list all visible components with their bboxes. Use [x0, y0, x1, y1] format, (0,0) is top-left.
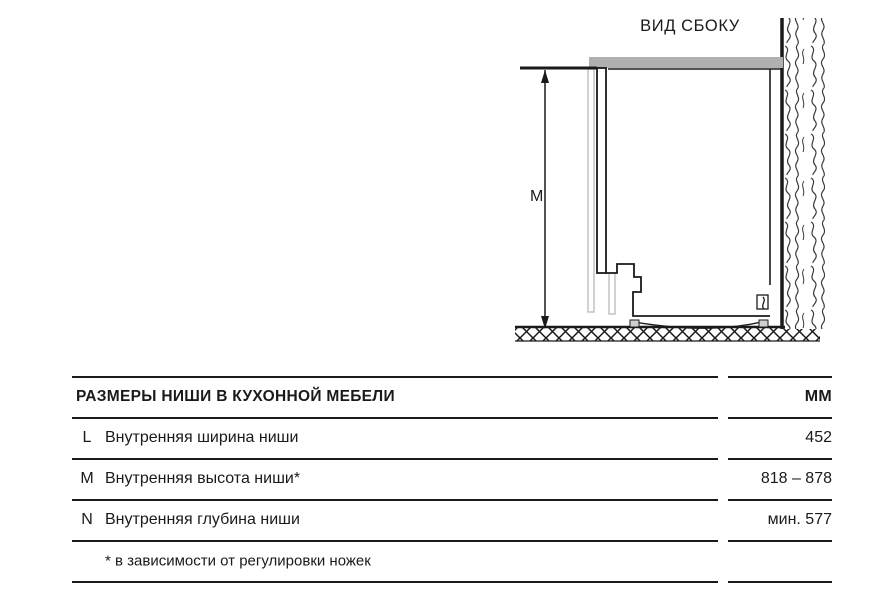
rule-segment-left — [72, 417, 718, 419]
rule-segment-right — [728, 458, 832, 460]
appliance-body — [606, 263, 770, 317]
table-header-row: РАЗМЕРЫ НИШИ В КУХОННОЙ МЕБЕЛИ ММ — [72, 376, 832, 417]
rule-segment-left — [72, 376, 718, 378]
row-key: L — [82, 428, 92, 446]
row-label: Внутренняя глубина ниши — [105, 510, 300, 528]
row-label: Внутренняя ширина ниши — [105, 428, 299, 446]
row-value: 452 — [805, 428, 832, 446]
table-row: M Внутренняя высота ниши* 818 – 878 — [72, 458, 832, 499]
floor-hatch — [515, 325, 820, 342]
rule-segment-left — [72, 458, 718, 460]
table-header-label: РАЗМЕРЫ НИШИ В КУХОННОЙ МЕБЕЛИ — [76, 387, 395, 405]
rear-service-detail — [756, 294, 769, 310]
table-row: N Внутренняя глубина ниши мин. 577 — [72, 499, 832, 540]
side-view-drawing — [515, 18, 825, 342]
rule-segment-right — [728, 540, 832, 542]
rule-segment-right — [728, 499, 832, 501]
appliance-door — [596, 67, 607, 274]
rule-segment-right — [728, 417, 832, 419]
row-label: Внутренняя высота ниши* — [105, 469, 301, 487]
rule-segment-right — [728, 581, 832, 583]
diagram-side-view: ВИД СБОКУ M — [515, 17, 825, 342]
appliance-base-curve — [633, 315, 767, 329]
rule-segment-left — [72, 499, 718, 501]
wall-section — [780, 18, 825, 329]
row-value: мин. 577 — [767, 510, 832, 528]
row-key: N — [81, 510, 93, 528]
row-value: 818 – 878 — [760, 469, 832, 487]
dimension-label-m: M — [530, 188, 544, 205]
adjustable-feet — [629, 319, 769, 328]
countertop — [589, 57, 783, 68]
table-row: L Внутренняя ширина ниши 452 — [72, 417, 832, 458]
diagram-title: ВИД СБОКУ — [640, 17, 740, 35]
rule-segment-left — [72, 581, 718, 583]
niche-outline — [608, 68, 782, 285]
row-key: M — [80, 469, 94, 487]
table-header-unit: ММ — [804, 387, 832, 405]
table-footnote-row: * в зависимости от регулировки ножек — [72, 540, 832, 581]
footnote-text: * в зависимости от регулировки ножек — [105, 552, 371, 569]
dimension-m — [520, 66, 597, 329]
niche-dimensions-table: РАЗМЕРЫ НИШИ В КУХОННОЙ МЕБЕЛИ ММ L Внут… — [72, 376, 832, 583]
rule-segment-right — [728, 376, 832, 378]
rule-segment-left — [72, 540, 718, 542]
